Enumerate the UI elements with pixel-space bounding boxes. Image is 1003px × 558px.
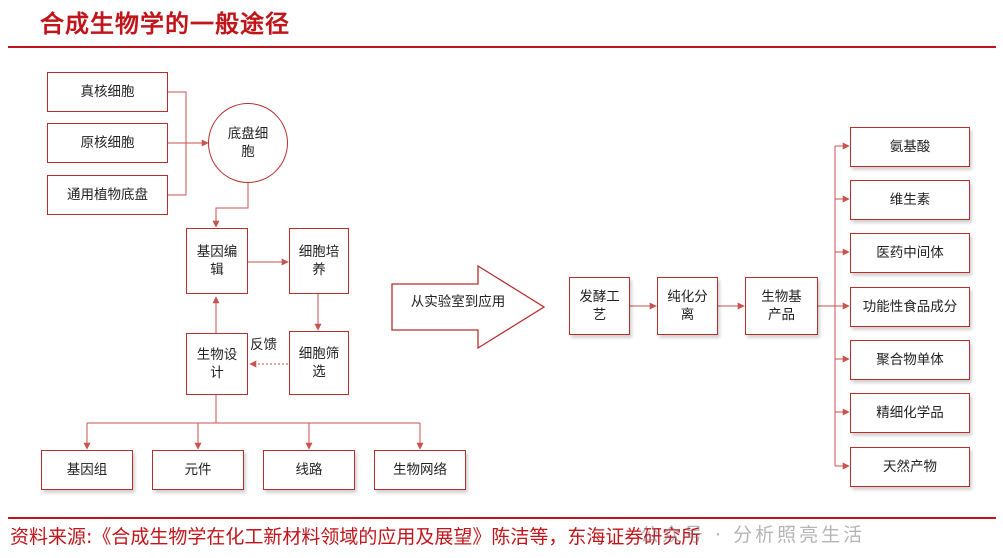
chassis-source-eukaryote: 真核细胞 (47, 72, 168, 112)
transition-arrow (391, 264, 546, 350)
level-component: 元件 (152, 450, 244, 490)
fermentation-line2: 艺 (592, 307, 607, 323)
chassis-source-plant: 通用植物底盘 (47, 175, 168, 215)
bio-design-node: 生物设计 (186, 333, 248, 395)
fermentation-line1: 发酵工 (579, 289, 620, 305)
level-genome: 基因组 (41, 450, 133, 490)
chassis-cell-node: 底盘细胞 (208, 103, 288, 183)
level-bio-network: 生物网络 (374, 450, 466, 490)
gene-editing-line2: 辑 (210, 262, 224, 278)
source-note: 资料来源:《合成生物学在化工新材料领域的应用及展望》陈洁等，东海证券研究所 (10, 526, 701, 548)
product-functional-food: 功能性食品成分 (850, 287, 970, 327)
fermentation-node: 发酵工艺 (569, 277, 630, 335)
cell-screening-line1: 细胞筛 (298, 346, 340, 362)
watermark-text: 公众号 · 分析照亮生活 (640, 524, 866, 546)
purification-line1: 纯化分 (667, 289, 708, 305)
level-circuit: 线路 (263, 450, 355, 490)
page-title: 合成生物学的一般途径 (40, 10, 290, 38)
purification-node: 纯化分离 (657, 277, 718, 335)
product-natural-products: 天然产物 (850, 447, 970, 487)
chassis-connector (212, 182, 249, 228)
bio-design-line1: 生物设 (196, 347, 238, 363)
cell-culture-node: 细胞培养 (289, 228, 349, 294)
product-polymer-monomers: 聚合物单体 (850, 340, 970, 380)
bio-design-line2: 计 (210, 365, 224, 381)
feedback-label: 反馈 (250, 337, 277, 353)
title-divider (8, 46, 996, 48)
transition-label: 从实验室到应用 (410, 294, 506, 310)
purification-line2: 离 (680, 307, 695, 323)
cell-culture-line2: 养 (312, 262, 326, 278)
chassis-source-prokaryote: 原核细胞 (47, 123, 168, 163)
cell-screening-line2: 选 (312, 364, 326, 380)
bio-product-node: 生物基产品 (745, 277, 818, 335)
chassis-cell-line1: 底盘细 (227, 126, 269, 142)
bio-product-line1: 生物基 (761, 289, 802, 305)
source-divider (8, 517, 996, 519)
product-vitamins: 维生素 (850, 180, 970, 220)
chassis-cell-line2: 胞 (241, 144, 255, 160)
bio-product-line2: 产品 (768, 307, 795, 323)
gene-editing-line1: 基因编 (196, 244, 238, 260)
product-fine-chemicals: 精细化学品 (850, 393, 970, 433)
gene-editing-node: 基因编辑 (186, 228, 248, 294)
cell-culture-line1: 细胞培 (298, 244, 340, 260)
product-amino-acids: 氨基酸 (850, 127, 970, 167)
product-pharma-intermediates: 医药中间体 (850, 233, 970, 273)
cell-screening-node: 细胞筛选 (289, 331, 349, 395)
